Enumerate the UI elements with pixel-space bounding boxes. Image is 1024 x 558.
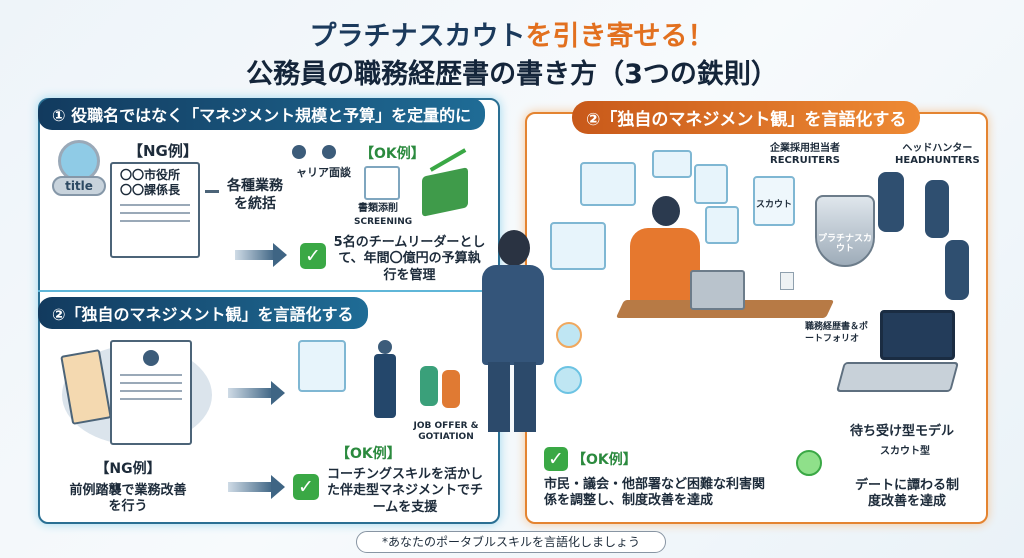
portfolio-laptop-icon [880, 310, 955, 360]
title-line-2: 公務員の職務経歴書の書き方（3つの鉄則） [246, 59, 778, 90]
resume-document-icon [110, 340, 192, 445]
team-member-icon [442, 370, 460, 408]
ng-document: 〇〇市役所 〇〇課係長 [110, 162, 200, 258]
section2-right-header: ②「独自のマネジメント観」を言語化する [572, 101, 921, 134]
check-icon: ✓ [293, 474, 319, 500]
ng-label: 【NG例】 [128, 142, 198, 160]
scout-text: スカウト [755, 200, 792, 210]
profile-window-icon [580, 162, 636, 206]
ng-text-2: 前例踏襲で業務改善を行う [69, 483, 187, 515]
headhunter-person-icon [945, 240, 969, 300]
ok-text-2: コーチングスキルを活かした伴走型マネジメントでチームを支援 [326, 467, 483, 515]
portfolio-label: 職務経歴書＆ポートフォリオ [805, 322, 869, 344]
headhunters-jp: ヘッドハンター [902, 143, 973, 154]
waiting-model-label: 待ち受け型モデル [850, 424, 955, 439]
section1-header: ① 役職名ではなく「マネジメント規模と予算」を定量的に [38, 98, 486, 130]
interview-person-icon [292, 145, 306, 159]
scout-type-label: スカウト型 [880, 446, 930, 457]
presenter-body [482, 265, 544, 365]
document-window-icon [652, 150, 692, 178]
platinum-scout-text: プラチナスカウト [817, 234, 872, 254]
presenter-leg [488, 362, 510, 432]
profile-screen-icon [298, 340, 346, 392]
arrow-icon [228, 381, 285, 405]
coach-body [374, 354, 396, 418]
ng-summary: 各種業務を統括 [227, 178, 283, 212]
presenter-leg [514, 362, 536, 432]
team-member-icon [420, 366, 438, 406]
recruiters-en: RECRUITERS [770, 155, 840, 166]
candidate-head-icon [652, 196, 680, 226]
arrow-icon [228, 475, 285, 499]
title-accent: を引き寄せる！ [525, 21, 715, 52]
avatar-pin-icon [554, 366, 582, 394]
section2-left-header: ②「独自のマネジメント観」を言語化する [38, 297, 368, 329]
ng-label-2: 【NG例】 [95, 461, 161, 477]
screening-en: SCREENING [354, 217, 413, 227]
arrow-icon [235, 243, 287, 267]
coach-person-icon [378, 340, 392, 354]
title-line-1: プラチナスカウトを引き寄せる！ [0, 14, 1024, 53]
scout-scroll-icon: スカウト [753, 176, 795, 226]
headhunter-person-icon [925, 180, 949, 238]
profile-window-icon [550, 222, 606, 270]
title-main: プラチナスカウト [309, 21, 526, 52]
ng-doc-line-1: 〇〇市役所 [120, 168, 181, 182]
section-divider [38, 290, 500, 292]
recruiters-jp: 企業採用担当者 [770, 143, 840, 154]
avatar-pin-icon [556, 322, 582, 348]
screening-jp: 書類添削 [358, 203, 398, 214]
laptop-keyboard [835, 362, 960, 392]
interview-person-icon [322, 145, 336, 159]
avatar-pin-icon [796, 450, 822, 476]
title-badge-icon [58, 140, 100, 182]
interview-label: ャリア面談 [296, 166, 351, 179]
check-icon: ✓ [544, 447, 568, 471]
ok-text-3: 市民・議会・他部署など困難な利害関係を調整し、制度改善を達成 [544, 477, 766, 509]
settings-window-icon [694, 164, 728, 204]
ok-label: 【OK例】 [360, 146, 425, 162]
right-summary-text: デートに譚わる制度改善を達成 [854, 478, 959, 510]
headhunters-en: HEADHUNTERS [895, 155, 980, 166]
ok-text: 5名のチームリーダーとして、年間〇億円の予算執行を管理 [333, 235, 486, 283]
recruiter-person-icon [878, 172, 904, 232]
ok-label-3: 【OK例】 [572, 452, 637, 468]
check-icon: ✓ [300, 243, 326, 269]
badge-text: title [52, 176, 106, 196]
laptop-icon [690, 270, 745, 310]
plant-icon [780, 272, 794, 290]
platinum-shield-icon: プラチナスカウト [815, 195, 875, 267]
footer-note: *あなたのポータブルスキルを言語化しましょう [356, 531, 666, 553]
ok-label-2: 【OK例】 [336, 446, 401, 462]
presenter-head-icon [498, 230, 530, 266]
job-offer-label: JOB OFFER & GOTIATION [413, 421, 479, 442]
screening-document-icon [364, 166, 400, 200]
arrow-icon [205, 190, 219, 193]
chart-window-icon [705, 206, 739, 244]
ng-doc-line-2: 〇〇課係長 [120, 183, 181, 197]
